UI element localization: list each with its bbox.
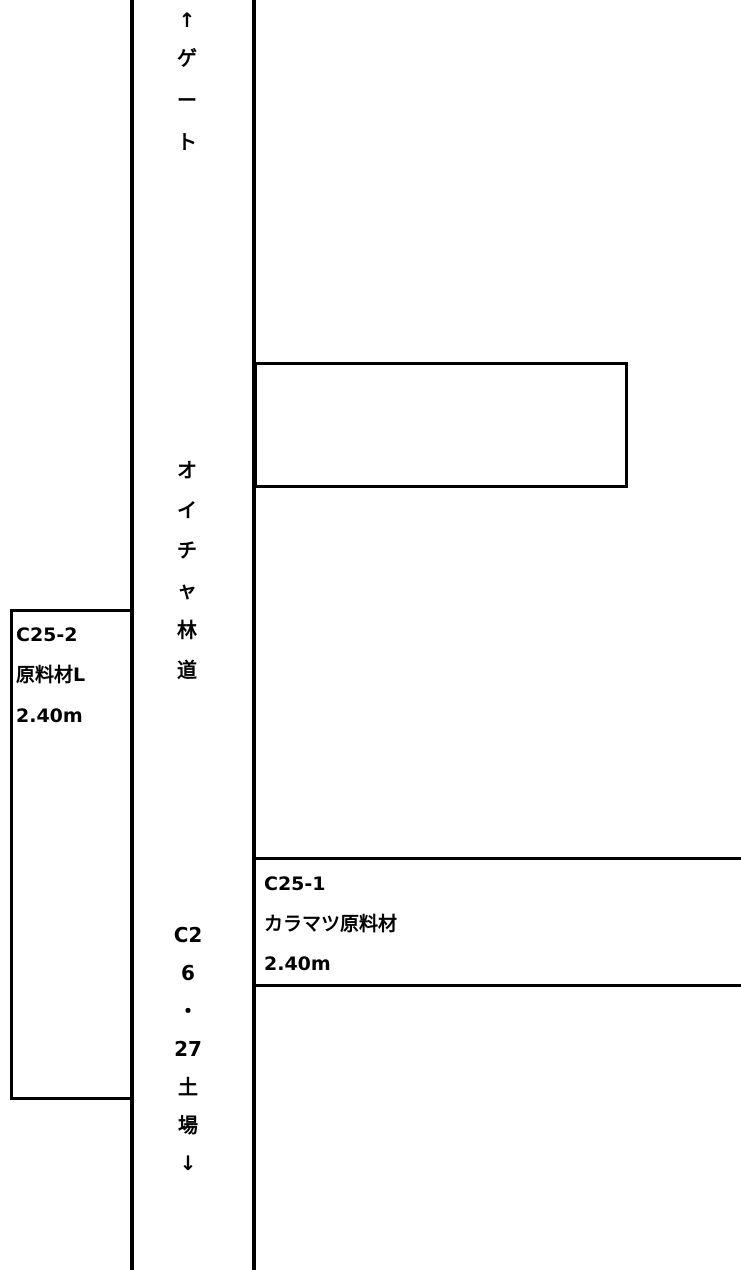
landing-char: ・ — [178, 999, 198, 1023]
gate-direction-label: ↑ ゲ ー ト — [172, 10, 202, 152]
road-name-char: ャ — [177, 578, 197, 602]
gate-char: ト — [177, 130, 197, 154]
log-pile-right-top-line — [254, 857, 741, 860]
log-left-length: 2.40m — [16, 705, 83, 727]
landing-label: C2 6 ・ 27 土 場 ↓ — [168, 925, 208, 1173]
landing-char: 土 — [178, 1075, 198, 1099]
up-arrow: ↑ — [178, 8, 196, 32]
road-name-label: オ イ チ ャ 林 道 — [172, 460, 202, 680]
road-name-char: 林 — [177, 618, 197, 642]
landing-char: 6 — [181, 961, 195, 985]
log-right-type: カラマツ原料材 — [264, 913, 398, 935]
log-pile-right-bottom-line — [254, 984, 741, 987]
log-right-code: C25-1 — [264, 873, 326, 895]
road-name-char: 道 — [177, 658, 197, 682]
road-name-char: チ — [177, 538, 197, 562]
gate-char: ー — [177, 88, 197, 112]
down-arrow: ↓ — [179, 1151, 197, 1175]
log-pile-left-box — [10, 609, 134, 1100]
landing-char: 場 — [178, 1113, 198, 1137]
gate-char: ゲ — [177, 46, 197, 70]
log-left-type: 原料材L — [16, 664, 86, 686]
road-name-char: イ — [177, 498, 197, 522]
empty-pile-box — [254, 362, 628, 488]
log-right-length: 2.40m — [264, 953, 331, 975]
road-name-char: オ — [177, 458, 197, 482]
log-left-code: C25-2 — [16, 624, 78, 646]
landing-char: 27 — [174, 1037, 202, 1061]
road-right-edge — [252, 0, 256, 1270]
landing-char: C2 — [173, 923, 203, 947]
